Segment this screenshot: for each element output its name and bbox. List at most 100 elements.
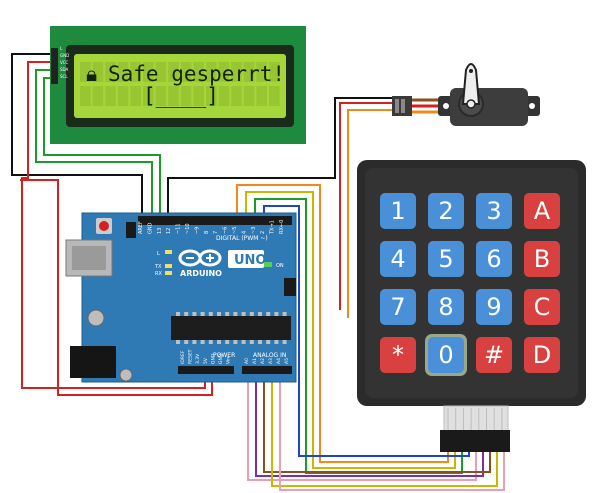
key-3[interactable]: 3	[476, 193, 512, 229]
lcd-cell	[80, 86, 91, 106]
key-B[interactable]: B	[524, 241, 560, 277]
lcd-line-2: [____]	[143, 84, 219, 108]
key-1[interactable]: 1	[380, 193, 416, 229]
lcd-cell	[105, 86, 116, 106]
arduino-brand: ARDUINO	[180, 269, 222, 278]
lcd-cell	[180, 62, 192, 82]
wire-5v-servo	[339, 102, 392, 310]
key-2[interactable]: 2	[428, 193, 464, 229]
lcd-cell	[92, 62, 104, 82]
digital-pin-label: ~10	[185, 223, 191, 234]
key-label: 4	[390, 245, 405, 273]
wire-kp-8	[271, 372, 498, 487]
key-C[interactable]: C	[524, 289, 560, 325]
wire-kp-7	[263, 372, 491, 473]
lcd-cell	[117, 62, 129, 82]
power-pin-label: 5V	[203, 357, 209, 364]
servo-horn	[461, 63, 481, 105]
key-star[interactable]: *	[380, 337, 416, 373]
lcd-cell	[206, 62, 217, 82]
lcd-cell	[243, 86, 255, 106]
lcd-cell	[105, 62, 116, 82]
lcd-cell	[218, 62, 230, 82]
key-label: B	[534, 245, 550, 273]
key-A[interactable]: A	[524, 193, 560, 229]
wires	[11, 53, 505, 491]
lcd-cell	[130, 86, 141, 106]
power-pin-label: GND	[218, 353, 224, 364]
lcd-cell	[256, 62, 267, 82]
digital-pin-label: ~9	[194, 227, 200, 234]
uno-badge	[228, 250, 264, 268]
lcd-cell	[193, 62, 204, 82]
lcd-pin-gnd: GND	[60, 53, 69, 58]
lcd-cell	[155, 62, 167, 82]
lcd-cell	[243, 62, 255, 82]
analog-pin-label: A2	[260, 358, 266, 364]
keypad-connector	[440, 430, 510, 452]
lcd-cell	[143, 62, 154, 82]
lcd-cell	[168, 86, 179, 106]
lcd-cell	[269, 86, 280, 106]
lcd-cell	[206, 86, 217, 106]
digital-label: DIGITAL (PWM ~)	[216, 235, 268, 242]
lcd-cell	[231, 62, 242, 82]
power-jack	[70, 346, 116, 378]
analog-pin-label: A5	[284, 358, 290, 364]
digital-pin-label: RX←0	[279, 220, 285, 234]
key-label: C	[534, 293, 551, 321]
power-header	[178, 366, 234, 374]
analog-label: ANALOG IN	[253, 352, 286, 359]
keypad-ribbon	[440, 405, 510, 452]
on-label: ON	[276, 263, 284, 269]
digital-pin-label: ~11	[176, 223, 182, 234]
lcd-cell	[92, 86, 104, 106]
key-7[interactable]: 7	[380, 289, 416, 325]
wire-kp-6	[255, 372, 484, 477]
lcd-cell	[155, 86, 167, 106]
lcd-cell	[117, 86, 129, 106]
lcd-pin-header: L GND VCC SDA SCL	[51, 46, 69, 84]
key-label: A	[534, 197, 551, 225]
key-label: 8	[438, 293, 453, 321]
key-label: 3	[486, 197, 501, 225]
lcd-pin-sda: SDA	[60, 67, 69, 72]
key-label: 0	[438, 341, 453, 369]
wire-lcd-scl	[43, 77, 161, 218]
key-D[interactable]: D	[524, 337, 560, 373]
l-label: L	[157, 251, 160, 257]
key-4[interactable]: 4	[380, 241, 416, 277]
servo-motor[interactable]	[392, 63, 540, 126]
key-0[interactable]: 0	[425, 334, 467, 376]
wire-kp-5	[247, 372, 477, 481]
digital-pin-label: AREF	[138, 221, 144, 234]
power-pin-label: GND	[210, 353, 216, 364]
key-6[interactable]: 6	[476, 241, 512, 277]
lcd-cell	[256, 86, 267, 106]
digital-pin-label: 13	[157, 228, 163, 234]
key-hash[interactable]: #	[476, 337, 512, 373]
lcd-pin-scl: SCL	[60, 74, 68, 79]
key-label: #	[484, 341, 504, 369]
key-5[interactable]: 5	[428, 241, 464, 277]
lcd-cell	[143, 86, 154, 106]
digital-header	[138, 216, 292, 225]
digital-pin-label: GND	[147, 222, 153, 234]
analog-pin-label: A0	[244, 358, 250, 364]
lcd-cell	[193, 86, 204, 106]
key-9[interactable]: 9	[476, 289, 512, 325]
lcd-cell	[80, 62, 91, 82]
key-label: 9	[486, 293, 501, 321]
key-label: 5	[438, 245, 453, 273]
key-8[interactable]: 8	[428, 289, 464, 325]
atmega-chip	[171, 316, 291, 340]
tx-label: TX	[154, 264, 162, 270]
wire-kp-4	[263, 205, 470, 457]
digital-pin-label: 12	[166, 228, 172, 234]
key-label: 2	[438, 197, 453, 225]
